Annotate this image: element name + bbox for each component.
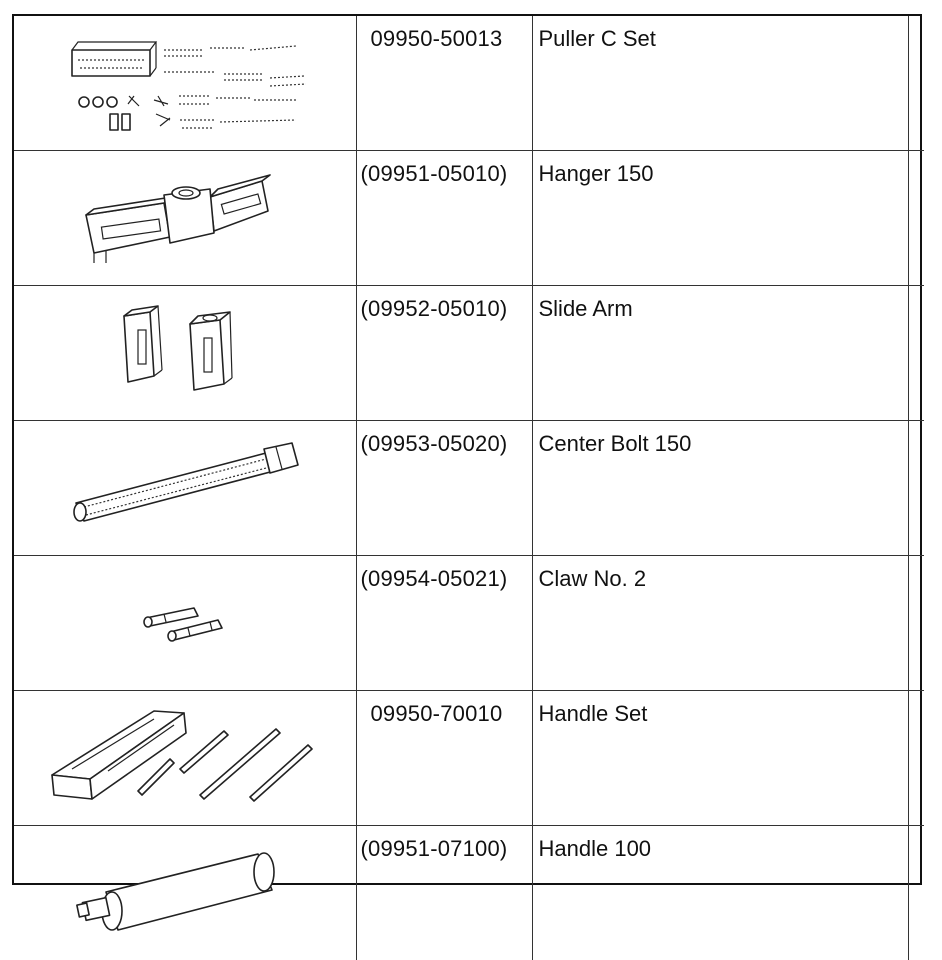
table-row: (09953-05020) Center Bolt 150 [14,421,924,556]
center-bolt-icon [14,421,356,545]
tool-illustration-cell [14,151,356,286]
tool-illustration-cell [14,286,356,421]
handle-set-icon [14,691,356,815]
blank-cell [908,151,924,286]
tool-illustration-cell [14,691,356,826]
table-row: 09950-70010 Handle Set [14,691,924,826]
slide-arm-icon [14,286,356,410]
handle-icon [14,826,356,950]
tool-illustration-cell [14,826,356,960]
tool-name: Hanger 150 [532,151,908,286]
part-number: 09950-50013 [356,16,532,151]
blank-cell [908,421,924,556]
table-row: (09951-07100) Handle 100 [14,826,924,960]
tool-illustration-cell [14,16,356,151]
part-number: (09951-07100) [356,826,532,960]
puller-set-icon [14,16,356,140]
claw-icon [14,556,356,680]
part-number: (09951-05010) [356,151,532,286]
part-number: (09953-05020) [356,421,532,556]
tool-name: Puller C Set [532,16,908,151]
tool-illustration-cell [14,421,356,556]
part-number: (09952-05010) [356,286,532,421]
blank-cell [908,16,924,151]
tool-name: Claw No. 2 [532,556,908,691]
hanger-icon [14,151,356,275]
special-tool-table: 09950-50013 Puller C Set (09951-05010) H… [14,16,924,960]
table-row: (09951-05010) Hanger 150 [14,151,924,286]
blank-cell [908,556,924,691]
table-row: (09952-05010) Slide Arm [14,286,924,421]
tool-table-frame: 09950-50013 Puller C Set (09951-05010) H… [12,14,922,885]
part-number: 09950-70010 [356,691,532,826]
tool-name: Handle Set [532,691,908,826]
table-row: (09954-05021) Claw No. 2 [14,556,924,691]
blank-cell [908,826,924,960]
part-number: (09954-05021) [356,556,532,691]
blank-cell [908,691,924,826]
tool-illustration-cell [14,556,356,691]
tool-name: Handle 100 [532,826,908,960]
tool-name: Slide Arm [532,286,908,421]
table-row: 09950-50013 Puller C Set [14,16,924,151]
tool-name: Center Bolt 150 [532,421,908,556]
blank-cell [908,286,924,421]
